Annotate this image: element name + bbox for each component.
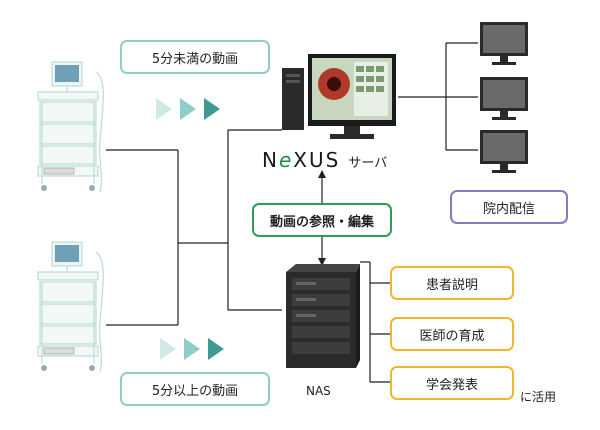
nas-storage-icon <box>286 264 360 368</box>
long-video-box: 5分以上の動画 <box>120 372 270 406</box>
flow-arrow-icon <box>180 98 196 120</box>
patient-explanation-box: 患者説明 <box>390 266 514 300</box>
arrow-up-head <box>318 170 326 178</box>
short-video-box: 5分未満の動画 <box>120 40 270 74</box>
doctor-training-box: 医師の育成 <box>390 317 514 351</box>
nas-label: NAS <box>306 384 331 398</box>
nexus-server-label: NeXUS サーバ <box>262 148 387 174</box>
nexus-logo-xus: XUS <box>293 148 341 172</box>
server-suffix: サーバ <box>348 156 388 171</box>
nexus-logo: NeXUS <box>262 148 340 172</box>
flow-arrow-icon <box>208 338 224 360</box>
arrow-down-head <box>318 258 326 266</box>
server-workstation-icon <box>282 54 396 139</box>
browse-edit-box: 動画の参照・編集 <box>252 203 392 237</box>
flow-arrow-icon <box>156 98 172 120</box>
in-hospital-distribution-box: 院内配信 <box>450 190 568 224</box>
endoscopy-cart-icon <box>37 241 104 373</box>
endoscopy-cart-icon <box>37 61 104 193</box>
monitor-icon <box>480 77 528 120</box>
monitor-icon <box>480 22 528 65</box>
utilize-label: に活用 <box>520 390 557 404</box>
nexus-logo-n: N <box>262 148 279 172</box>
flow-arrow-icon <box>160 338 176 360</box>
nexus-logo-e: e <box>278 148 294 172</box>
flow-arrows-upper <box>156 98 220 120</box>
monitor-icon <box>480 130 528 173</box>
flow-arrows-lower <box>160 338 224 360</box>
conference-presentation-box: 学会発表 <box>390 366 514 400</box>
flow-arrow-icon <box>204 98 220 120</box>
flow-arrow-icon <box>184 338 200 360</box>
